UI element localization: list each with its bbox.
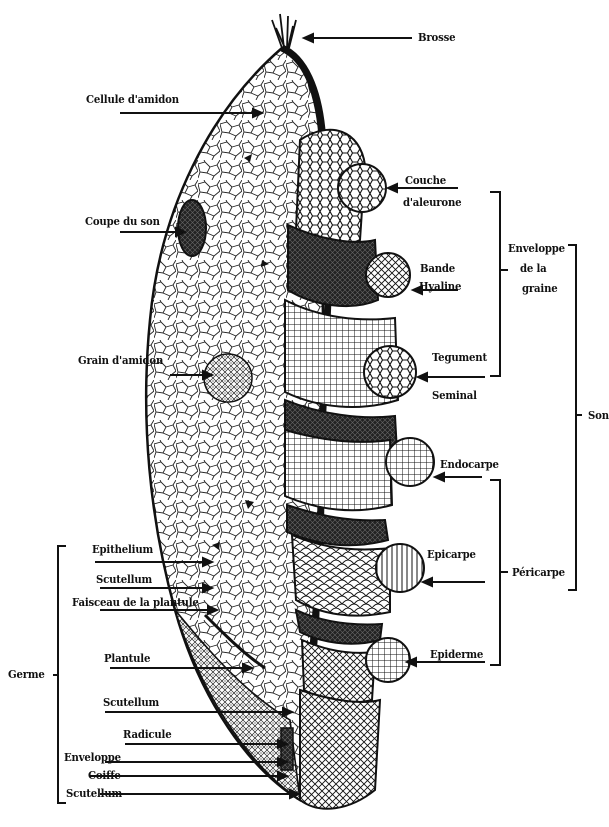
bracket-son [568,245,582,590]
aleurone-disc [338,164,386,212]
starch-granule [204,354,252,402]
brush-tuft [272,14,296,48]
label-bande: Bande [420,262,455,275]
group-pericarpe: Péricarpe [512,566,565,579]
tegument-disc [364,346,416,398]
bracket-enveloppe-graine [490,192,508,376]
label-tegument: Tegument [432,351,487,364]
label-epicarpe: Epicarpe [427,548,476,561]
epicarp-disc [376,544,424,592]
label-epithelium: Epithelium [92,543,153,556]
group-enveloppe-3: graine [522,282,558,295]
label-cellule-amidon: Cellule d'amidon [86,93,179,106]
label-scutellum-3: Scutellum [66,787,122,800]
germ-lower-tissue [300,690,380,809]
label-radicule: Radicule [123,728,171,741]
label-epiderme: Epiderme [430,648,483,661]
bracket-germe [53,546,66,803]
layer-band-7 [292,535,390,616]
label-endocarpe: Endocarpe [440,458,499,471]
label-plantule: Plantule [104,652,150,665]
group-son: Son [588,409,609,422]
label-scutellum-2: Scutellum [103,696,159,709]
label-couche: Couche [405,174,446,187]
label-seminal: Seminal [432,389,477,402]
epidermis-disc [366,638,410,682]
label-enveloppe: Enveloppe [64,751,121,764]
label-brosse: Brosse [418,31,455,44]
hyaline-disc [366,253,410,297]
label-hyaline: Hyaline [419,280,461,293]
group-enveloppe-1: Enveloppe [508,242,565,255]
bran-section [178,200,206,256]
label-grain-amidon: Grain d'amidon [78,354,163,367]
group-germe: Germe [8,668,45,681]
label-scutellum-1: Scutellum [96,573,152,586]
label-coiffe: Coiffe [88,769,121,782]
label-coupe-son: Coupe du son [85,215,160,228]
label-faisceau: Faisceau de la plantule [72,596,199,609]
group-enveloppe-2: de la [520,262,547,275]
endocarp-disc [386,438,434,486]
layer-band-5 [285,430,392,510]
label-aleurone: d'aleurone [403,196,461,209]
bracket-pericarpe [490,480,508,665]
